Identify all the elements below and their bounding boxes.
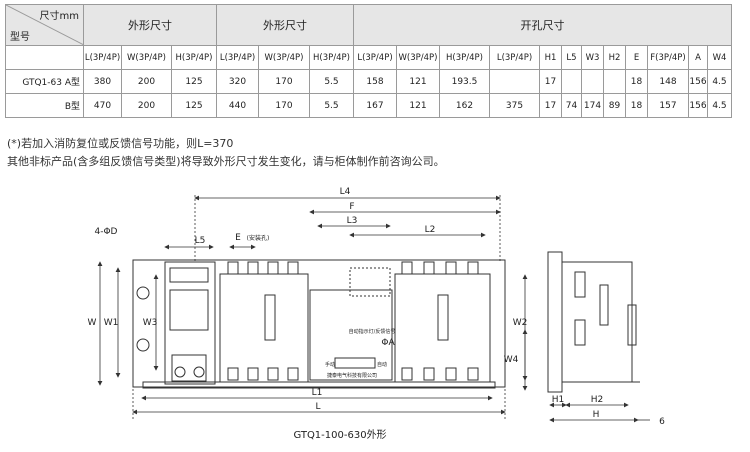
mount-hole-top [136, 286, 150, 300]
dim-label-l1: L1 [312, 388, 323, 398]
indicator-box [349, 267, 391, 297]
dim-label-l2: L2 [425, 225, 436, 235]
dim-label-l: L [315, 402, 320, 412]
corner-diagonal [6, 5, 84, 45]
table-cell: 4.5 [707, 93, 732, 118]
corner-label-model: 型号 [10, 32, 30, 43]
table-cell: 148 [647, 69, 689, 94]
group-header-cutout: 开孔尺寸 [353, 4, 732, 46]
controller-buttons [171, 354, 207, 382]
table-cell: 380 [83, 69, 122, 94]
controller-display [169, 267, 209, 283]
dim-label-f: F [349, 202, 354, 212]
transfer-mechanism [309, 289, 393, 381]
switch-slot [334, 357, 376, 369]
dim-label-six: 6 [659, 417, 665, 427]
label-maker: 捷泰电气科技有限公司 [327, 372, 377, 379]
column-header: W4 [707, 45, 732, 70]
controller-knob-right [193, 366, 205, 378]
breaker-right-handle [437, 294, 449, 341]
dim-label-l5: L5 [195, 236, 206, 246]
controller-panel [169, 289, 209, 331]
column-header-blank [5, 45, 84, 70]
column-header: L(3P/4P) [353, 45, 397, 70]
breaker-right [394, 273, 491, 383]
drawing-caption: GTQ1-100-630外形 [293, 429, 386, 441]
note-line-1: (*)若加入消防复位或反馈信号功能，则L=370 [7, 137, 234, 150]
dim-label-w: W [88, 318, 97, 328]
table-cell: 170 [258, 93, 310, 118]
dim-label-e-note: (安装孔) [247, 234, 270, 242]
mount-hole-bottom [136, 338, 150, 352]
mounting-plate [132, 259, 506, 388]
column-header: W(3P/4P) [396, 45, 440, 70]
table-cell: 167 [353, 93, 397, 118]
table-cell: 5.5 [309, 93, 354, 118]
dim-label-l3: L3 [347, 216, 358, 226]
dim-label-h: H [593, 410, 600, 420]
label-auto: 自动 [377, 361, 387, 368]
table-cell: 320 [216, 69, 259, 94]
table-cell: 162 [439, 93, 490, 118]
table-cell: 156 [688, 93, 708, 118]
dim-label-l4: L4 [340, 187, 351, 197]
table-cell: 125 [171, 69, 217, 94]
table-cell: 200 [121, 93, 172, 118]
dim-label-h1: H1 [552, 395, 565, 405]
table-cell: 125 [171, 93, 217, 118]
label-manual: 手动 [325, 361, 335, 368]
dim-label-w2: W2 [513, 318, 528, 328]
dim-label-hole: 4-ΦD [95, 227, 118, 237]
controller-module [164, 261, 216, 385]
dim-label-w1: W1 [104, 318, 119, 328]
dim-label-h2: H2 [591, 395, 604, 405]
side-view [547, 251, 640, 393]
table-cell: 470 [83, 93, 122, 118]
dim-label-w3: W3 [143, 318, 158, 328]
breaker-left-handle [264, 294, 276, 341]
spec-table: 尺寸mm 型号 外形尺寸 外形尺寸 开孔尺寸 L(3P/4P)W(3P/4P)H… [5, 4, 732, 118]
corner-label-dimensions: 尺寸mm [39, 11, 79, 22]
column-header-row: L(3P/4P)W(3P/4P)H(3P/4P)L(3P/4P)W(3P/4P)… [5, 45, 732, 70]
column-header: L(3P/4P) [216, 45, 259, 70]
base-rail [142, 381, 496, 389]
model-cell: B型 [5, 93, 84, 118]
table-cell: 375 [489, 93, 540, 118]
dim-label-w4: W4 [504, 355, 519, 365]
table-cell: 121 [396, 93, 440, 118]
column-header: H(3P/4P) [439, 45, 490, 70]
breaker-left [219, 273, 309, 383]
note-line-2: 其他非标产品(含多组反馈信号类型)将导致外形尺寸发生变化，请与柜体制作前咨询公司… [7, 155, 445, 168]
table-cell: 4.5 [707, 69, 732, 94]
table-corner-header: 尺寸mm 型号 [5, 4, 84, 46]
table-cell: 158 [353, 69, 397, 94]
table-cell: 193.5 [439, 69, 490, 94]
controller-knob-left [174, 366, 186, 378]
label-indicator: 自动指示灯/反馈信号 [349, 328, 396, 335]
terminals-top [227, 261, 479, 275]
table-cell: 157 [647, 93, 689, 118]
dim-label-e: E [235, 233, 241, 243]
terminals-bottom [227, 367, 479, 381]
dim-label-a: ΦA [381, 338, 395, 348]
